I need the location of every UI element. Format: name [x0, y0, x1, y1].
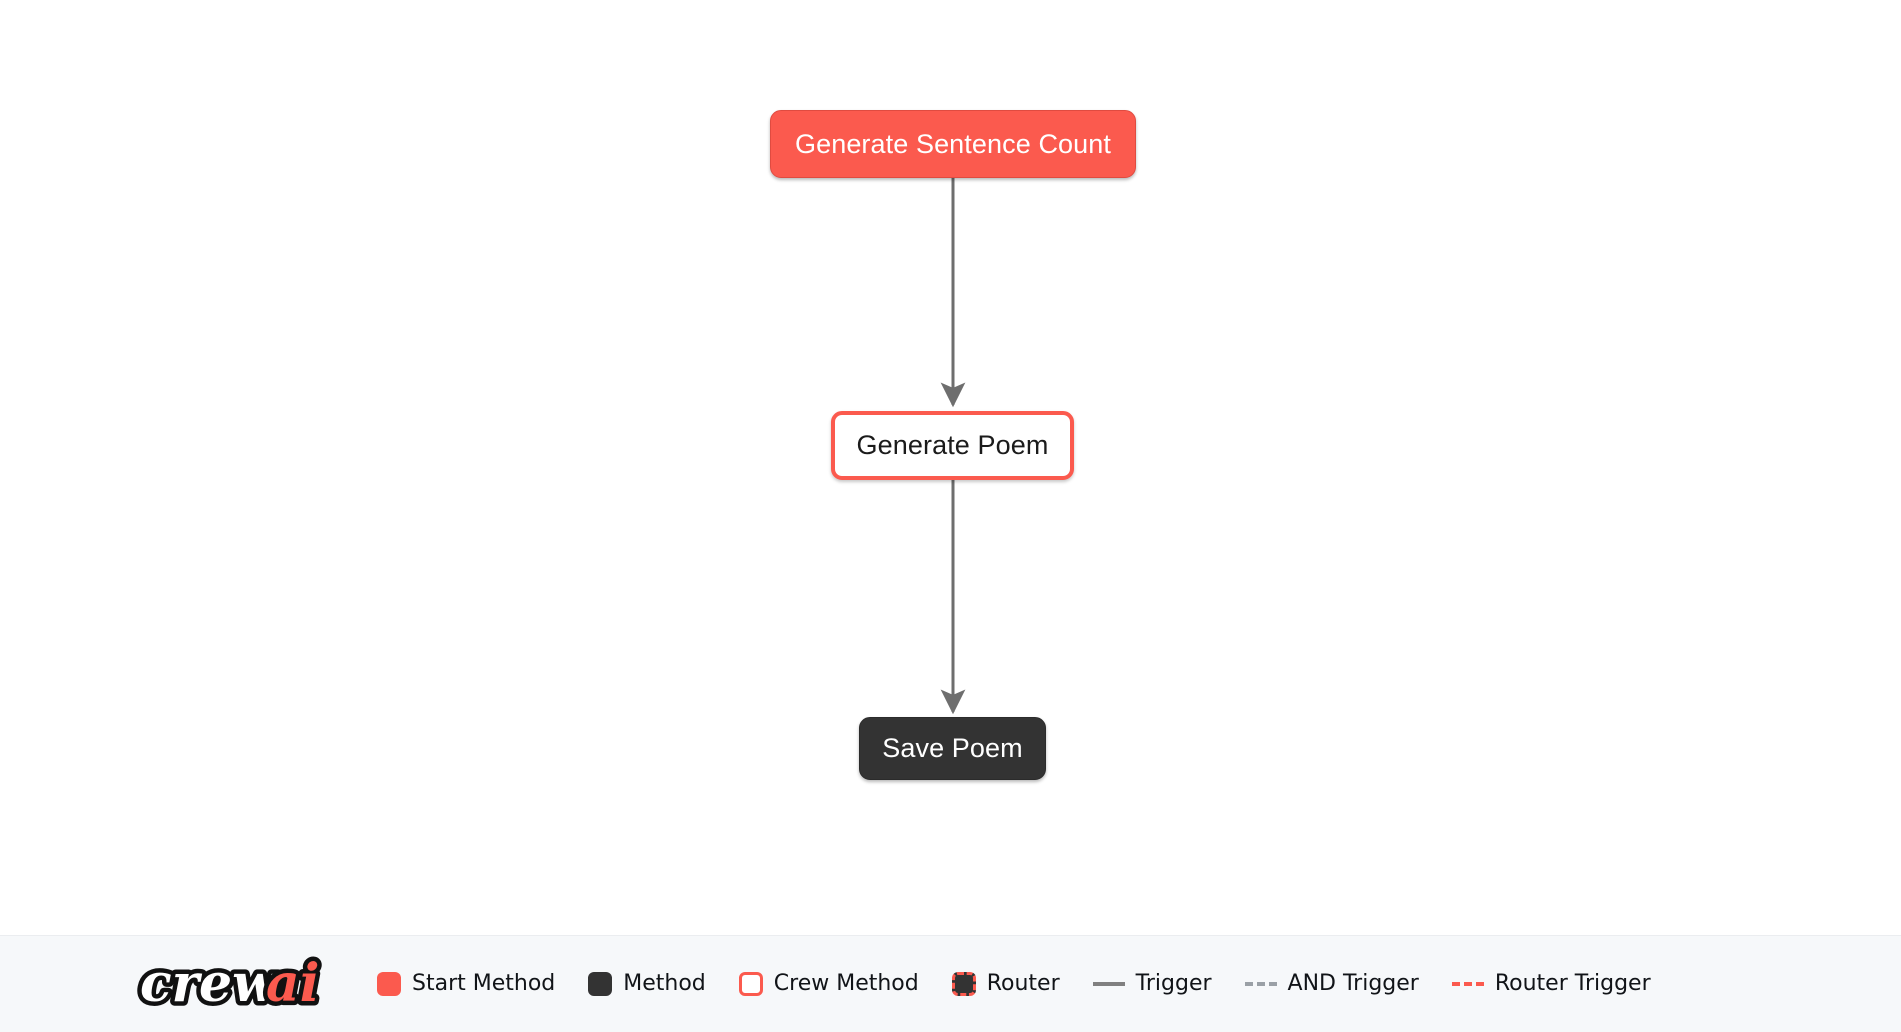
legend-item-label: Trigger — [1135, 971, 1212, 996]
legend-item-label: Start Method — [412, 971, 556, 996]
method-swatch-icon — [588, 972, 613, 996]
trigger-line-icon — [1092, 982, 1125, 986]
legend-item-and-trigger[interactable]: AND Trigger — [1244, 971, 1419, 996]
legend-item-label: Router — [986, 971, 1060, 996]
logo-word-ai: ai — [266, 953, 319, 1014]
legend-item-label: Router Trigger — [1494, 971, 1651, 996]
router-trigger-line-icon — [1451, 982, 1484, 986]
legend-item-start-method[interactable]: Start Method — [377, 972, 555, 996]
crewai-logo: crew crew ai ai — [136, 951, 341, 1017]
flow-node-generate-poem[interactable]: Generate Poem — [831, 411, 1074, 480]
legend-items: Start Method Method Crew Method Router T… — [377, 972, 1651, 996]
legend-item-method[interactable]: Method — [588, 972, 706, 996]
legend-item-router-trigger[interactable]: Router Trigger — [1451, 971, 1651, 996]
legend-item-label: Method — [623, 971, 706, 996]
legend-item-label: Crew Method — [773, 971, 919, 996]
flow-node-label: Save Poem — [882, 733, 1023, 763]
legend-item-label: AND Trigger — [1287, 971, 1419, 996]
and-trigger-line-icon — [1244, 982, 1277, 986]
flow-canvas[interactable]: Generate Sentence Count Generate Poem Sa… — [0, 0, 1901, 935]
logo-outline-ai: ai — [266, 953, 319, 1014]
logo-word-crew: crew — [140, 953, 279, 1014]
start-method-swatch-icon — [377, 972, 401, 996]
router-swatch-icon — [951, 972, 976, 996]
flow-node-save-poem[interactable]: Save Poem — [859, 717, 1046, 780]
logo-outline-crew: crew — [140, 953, 279, 1014]
flow-node-generate-sentence-count[interactable]: Generate Sentence Count — [770, 110, 1136, 178]
flow-node-label: Generate Poem — [856, 430, 1049, 460]
legend-bar: crew crew ai ai Start Method Method Crew… — [0, 935, 1901, 1032]
flow-node-label: Generate Sentence Count — [794, 128, 1112, 159]
legend-item-router[interactable]: Router — [951, 971, 1060, 996]
legend-item-trigger[interactable]: Trigger — [1092, 971, 1212, 996]
legend-item-crew-method[interactable]: Crew Method — [738, 971, 919, 996]
crew-method-swatch-icon — [738, 972, 763, 996]
